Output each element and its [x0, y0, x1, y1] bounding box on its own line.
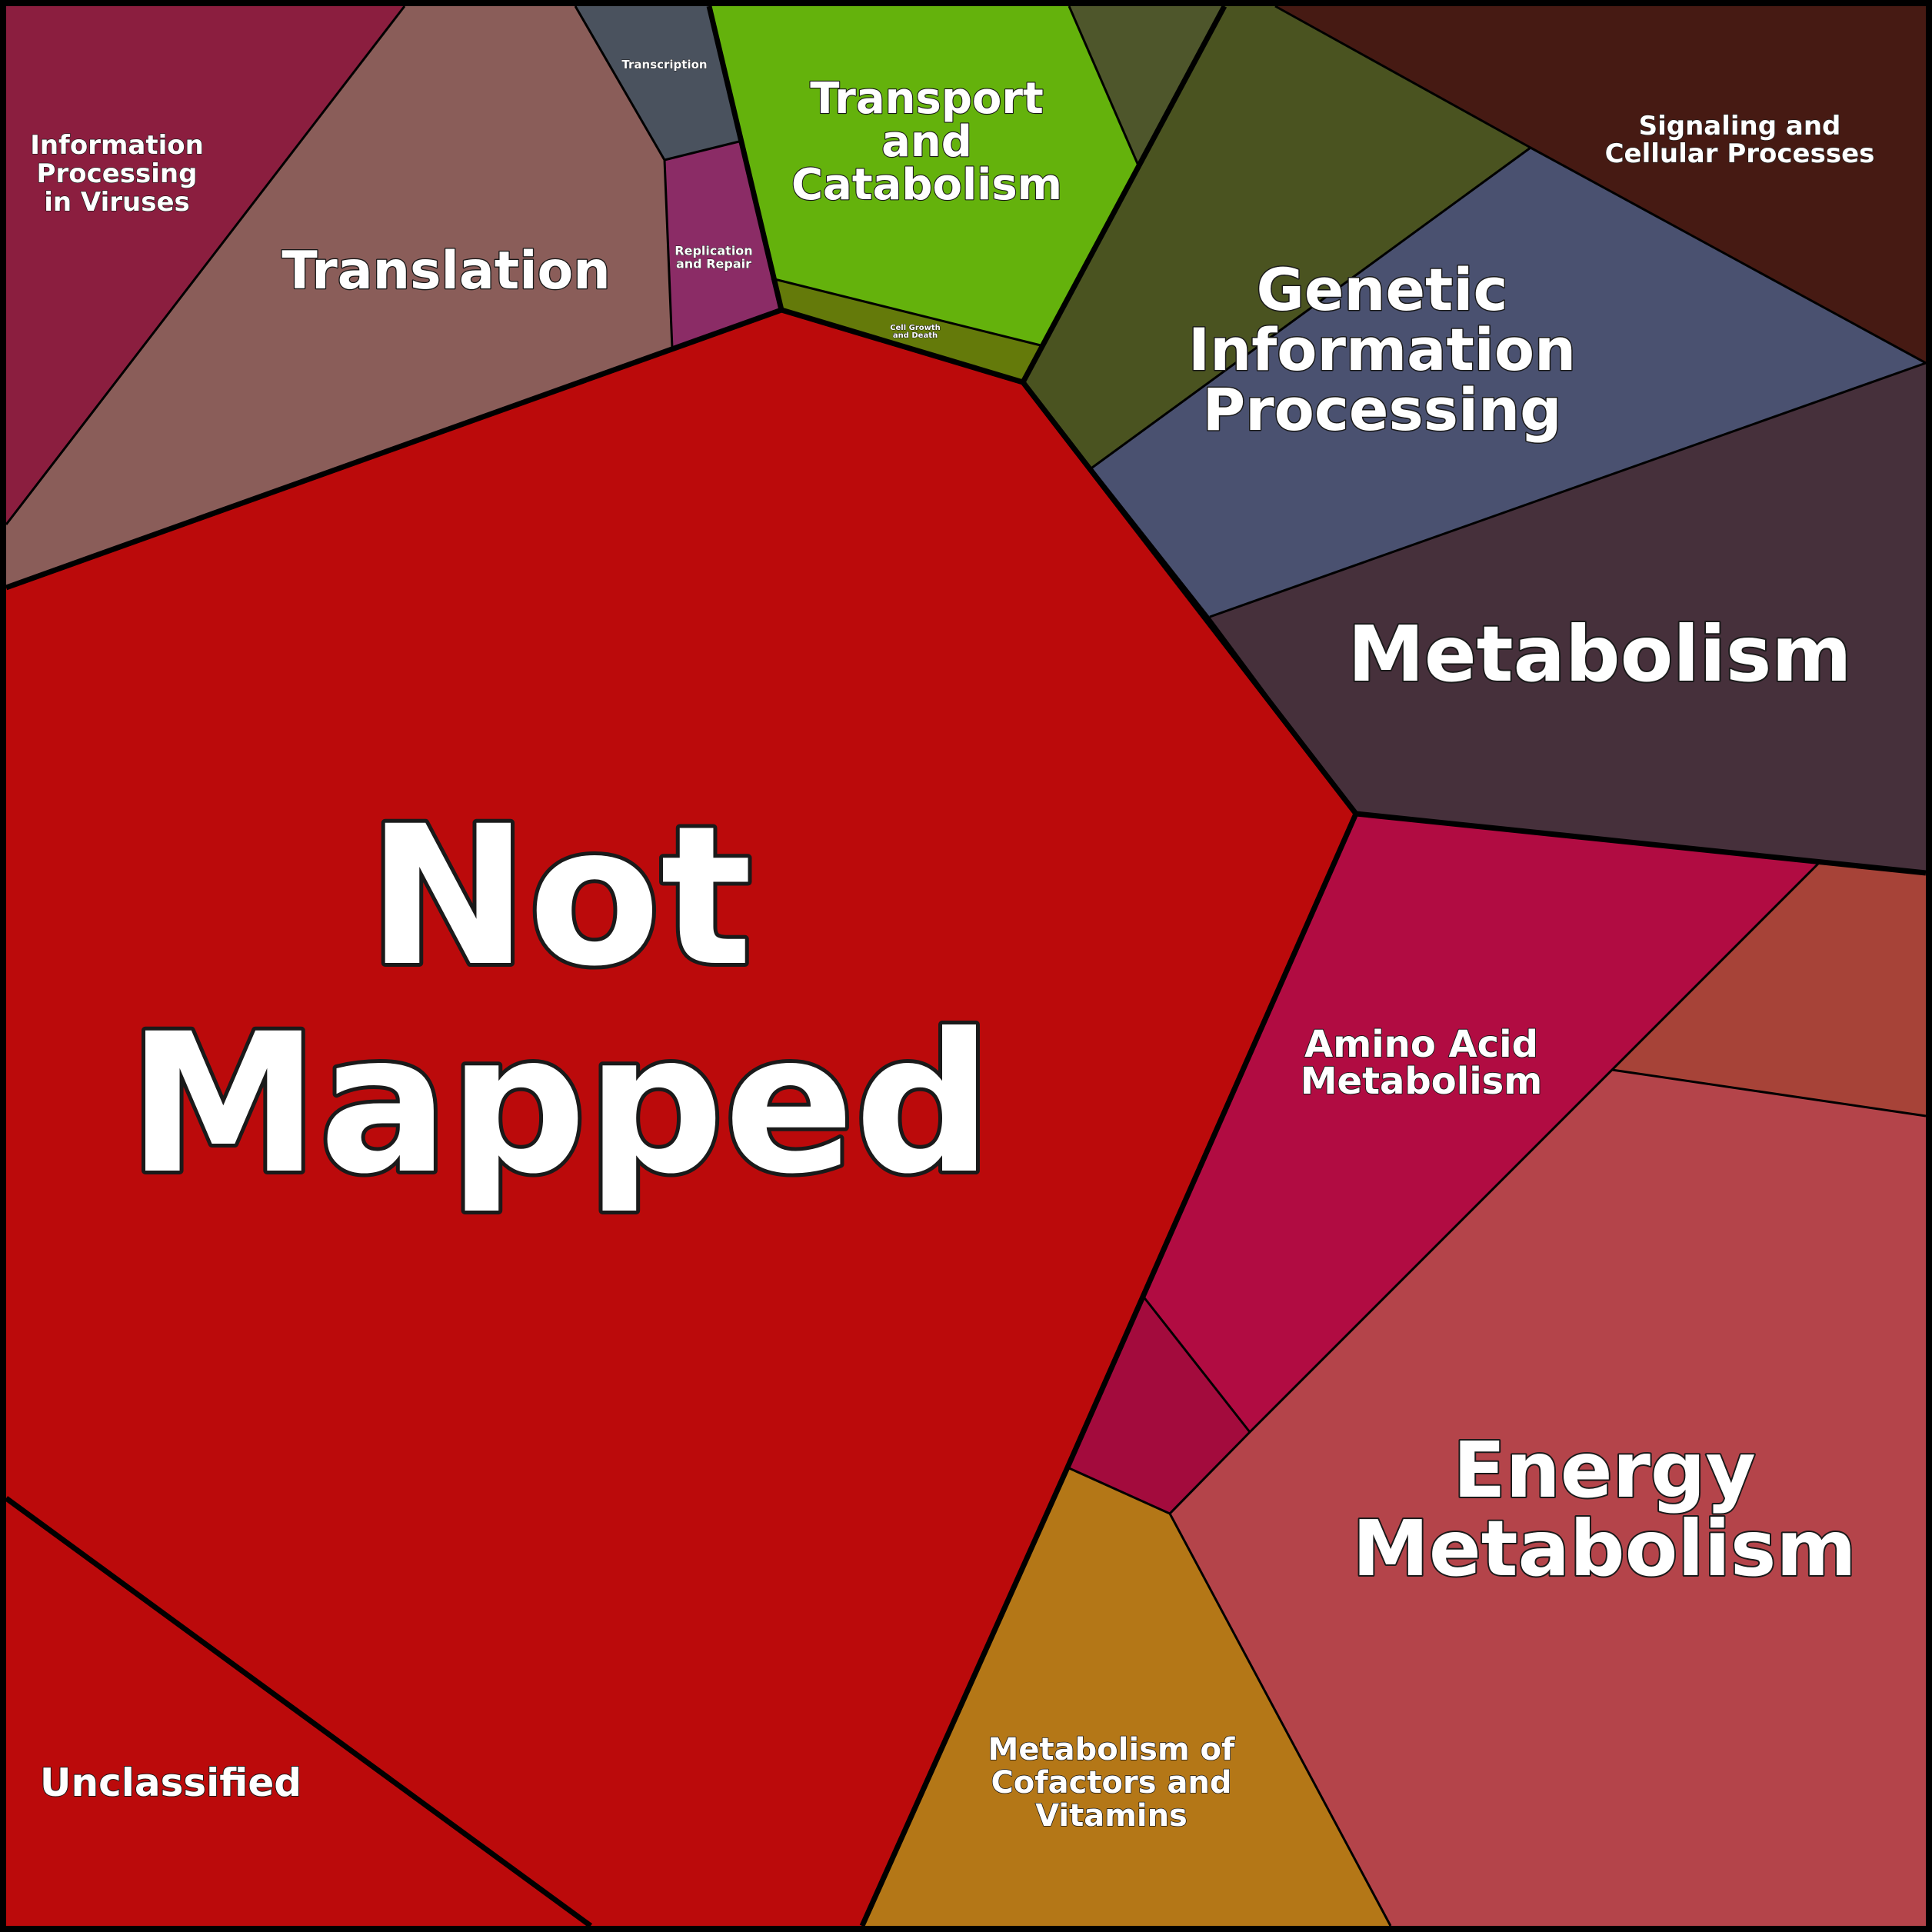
cell-transcription [575, 6, 739, 160]
label-transcription: Transcription [621, 58, 707, 72]
cell-amino-acid-subcell [1068, 1296, 1250, 1514]
label-line: Cellular Processes [1605, 138, 1875, 169]
label-line: Replication [675, 243, 752, 258]
cell-amino-acid-metabolism [1143, 814, 1819, 1432]
cell-not-mapped [6, 310, 1356, 1926]
label-line: Processing [37, 158, 198, 189]
cell-metabolism [1210, 363, 1926, 873]
label-line: Information [1188, 315, 1576, 384]
cell-genetic-information-processing [1092, 148, 1926, 617]
label-line: Translation [281, 241, 610, 301]
label-line: Genetic [1256, 255, 1507, 324]
label-line: and Death [893, 331, 938, 340]
label-line: Metabolism [1352, 1504, 1856, 1594]
label-translation: Translation [281, 241, 610, 301]
label-line: Transport [810, 74, 1044, 124]
label-line: Information [30, 130, 204, 161]
cell-replication-and-repair [665, 142, 781, 348]
cell-cellular-processes [1023, 6, 1531, 468]
cell-borders-thin [5, 5, 1927, 1927]
label-line: Processing [1202, 375, 1561, 444]
label-line: and Repair [676, 256, 751, 271]
label-line: Metabolism [1301, 1060, 1542, 1103]
label-line: Transcription [621, 58, 707, 72]
label-line: Metabolism of [988, 1732, 1235, 1767]
label-unclassified: Unclassified [40, 1760, 301, 1805]
label-line: Cofactors and [991, 1765, 1231, 1800]
label-line: Cell Growth [890, 324, 941, 332]
cell-translation [6, 6, 672, 588]
label-line: Catabolism [791, 160, 1062, 210]
label-metabolism: Metabolism [1347, 609, 1851, 699]
label-line: Unclassified [40, 1760, 301, 1805]
label-line: Metabolism [1347, 609, 1851, 699]
cell-cell-growth-and-death [771, 278, 1044, 382]
label-line: Mapped [128, 992, 992, 1216]
cell-energy-metabolism [1170, 1070, 1926, 1926]
label-line: Amino Acid [1304, 1023, 1538, 1066]
label-line: Signaling and [1639, 111, 1841, 142]
label-line: Not [368, 784, 753, 1008]
cell-metabolism-of-cofactors-and-vitamins [862, 1467, 1391, 1926]
cell-transport-subcell [1069, 6, 1224, 165]
label-line: in Viruses [44, 187, 190, 218]
cell-transport-and-catabolism [709, 6, 1138, 346]
cell-energy-subcell [1612, 863, 1926, 1116]
label-line: Energy [1453, 1425, 1755, 1515]
label-line: Vitamins [1035, 1798, 1188, 1834]
label-line: and [881, 117, 972, 167]
